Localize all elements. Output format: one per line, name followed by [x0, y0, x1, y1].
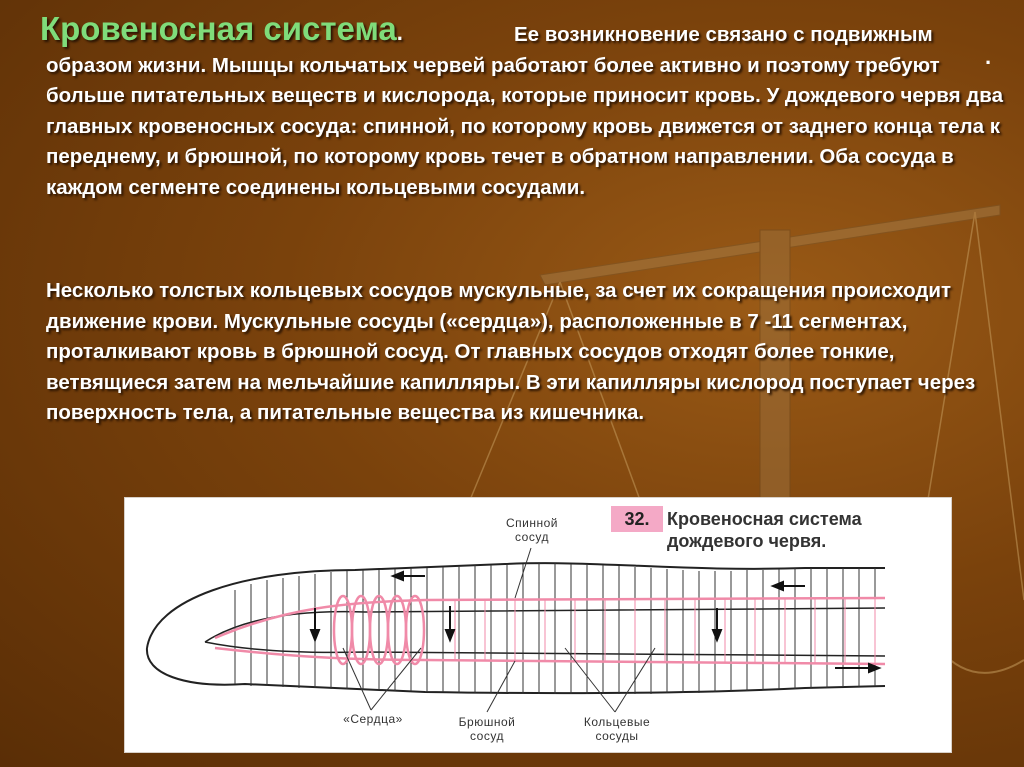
figure-caption: Кровеносная система дождевого червя. [667, 509, 862, 551]
corner-dot: . [985, 44, 992, 69]
earthworm-circulatory-diagram: 32. Кровеносная система дождевого червя.… [124, 497, 952, 753]
label-hearts: «Сердца» [343, 712, 403, 726]
figure-number: 32. [611, 506, 663, 532]
worm-body-outline [145, 562, 886, 695]
label-ventral-vessel: Брюшной сосуд [458, 715, 516, 743]
slide-title: Кровеносная система. [40, 10, 403, 48]
flow-arrows [309, 570, 882, 674]
worm-segments [234, 563, 876, 694]
slide-title-text: Кровеносная система [40, 10, 397, 47]
label-dorsal-vessel: Спинной сосуд [506, 516, 558, 544]
label-ring-vessels: Кольцевые сосуды [583, 715, 651, 743]
blood-vessels [214, 594, 886, 666]
slide-title-punct: . [396, 20, 403, 45]
earthworm-drawing [145, 547, 886, 713]
paragraph-circulatory-origin: Ее возникновение связано с подвижным обр… [46, 23, 1004, 199]
label-leader-lines [342, 547, 656, 713]
paragraph-muscular-vessels: Несколько толстых кольцевых сосудов муск… [46, 279, 976, 424]
